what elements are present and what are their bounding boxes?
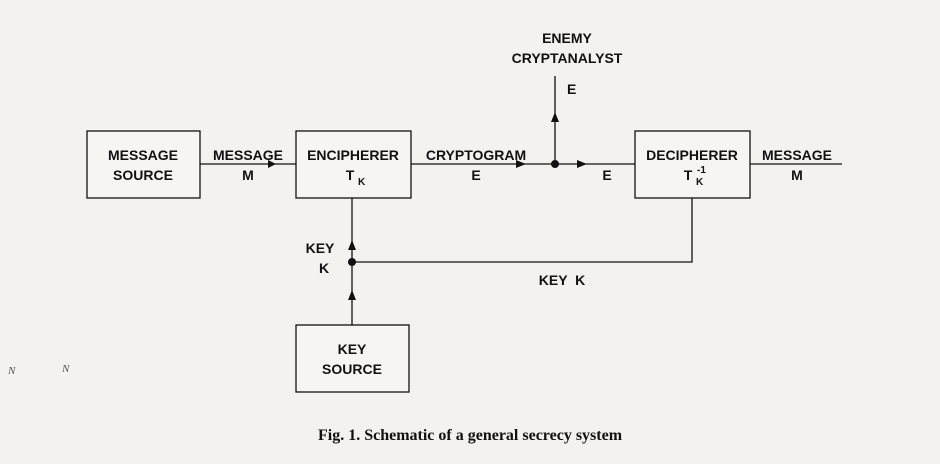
margin-mark-small: N: [61, 363, 70, 375]
message-in-label: MESSAGE: [213, 147, 283, 163]
cryptogram-symbol: E: [471, 167, 480, 183]
arrow-key-up-lower: [348, 290, 356, 300]
wire-key-to-decipherer: [352, 198, 693, 263]
cryptogram-label: CRYPTOGRAM: [426, 147, 526, 163]
encipherer-subscript: K: [358, 177, 366, 188]
message-out-label: MESSAGE: [762, 147, 832, 163]
message-out-symbol: M: [791, 167, 803, 183]
message-source-box: MESSAGE SOURCE: [86, 130, 201, 199]
arrow-cryptogram: [516, 160, 526, 168]
key-vertical-symbol: K: [319, 260, 329, 276]
key-vertical-label: KEY: [306, 240, 335, 256]
arrow-to-enemy: [551, 112, 559, 122]
enemy-e-label: E: [567, 81, 576, 97]
encipherer-box: ENCIPHERER T K: [295, 130, 412, 199]
key-horizontal-label: KEY K: [539, 272, 585, 288]
arrow-e-to-decipherer: [577, 160, 587, 168]
arrow-key-up-upper: [348, 240, 356, 250]
decipherer-superscript: -1: [697, 165, 706, 176]
decipherer-box: DECIPHERER T K -1: [634, 130, 751, 199]
encipherer-label: ENCIPHERER: [307, 147, 399, 163]
key-source-label-line2: SOURCE: [322, 361, 382, 377]
message-in-symbol: M: [242, 167, 254, 183]
enemy-label-line2: CRYPTANALYST: [512, 50, 623, 66]
encipherer-symbol: T: [346, 167, 355, 183]
message-source-label-line2: SOURCE: [113, 167, 173, 183]
key-source-box: KEY SOURCE: [295, 324, 410, 393]
enemy-label-line1: ENEMY: [542, 30, 592, 46]
decipherer-label: DECIPHERER: [646, 147, 738, 163]
decipherer-symbol: T: [684, 167, 693, 183]
decipherer-subscript: K: [696, 177, 704, 188]
key-source-label-line1: KEY: [338, 341, 367, 357]
figure-caption: Fig. 1. Schematic of a general secrecy s…: [318, 427, 623, 444]
margin-mark-left: N: [7, 365, 16, 377]
e-to-decipherer-label: E: [602, 167, 611, 183]
arrow-message-in: [268, 160, 276, 168]
message-source-label-line1: MESSAGE: [108, 147, 178, 163]
